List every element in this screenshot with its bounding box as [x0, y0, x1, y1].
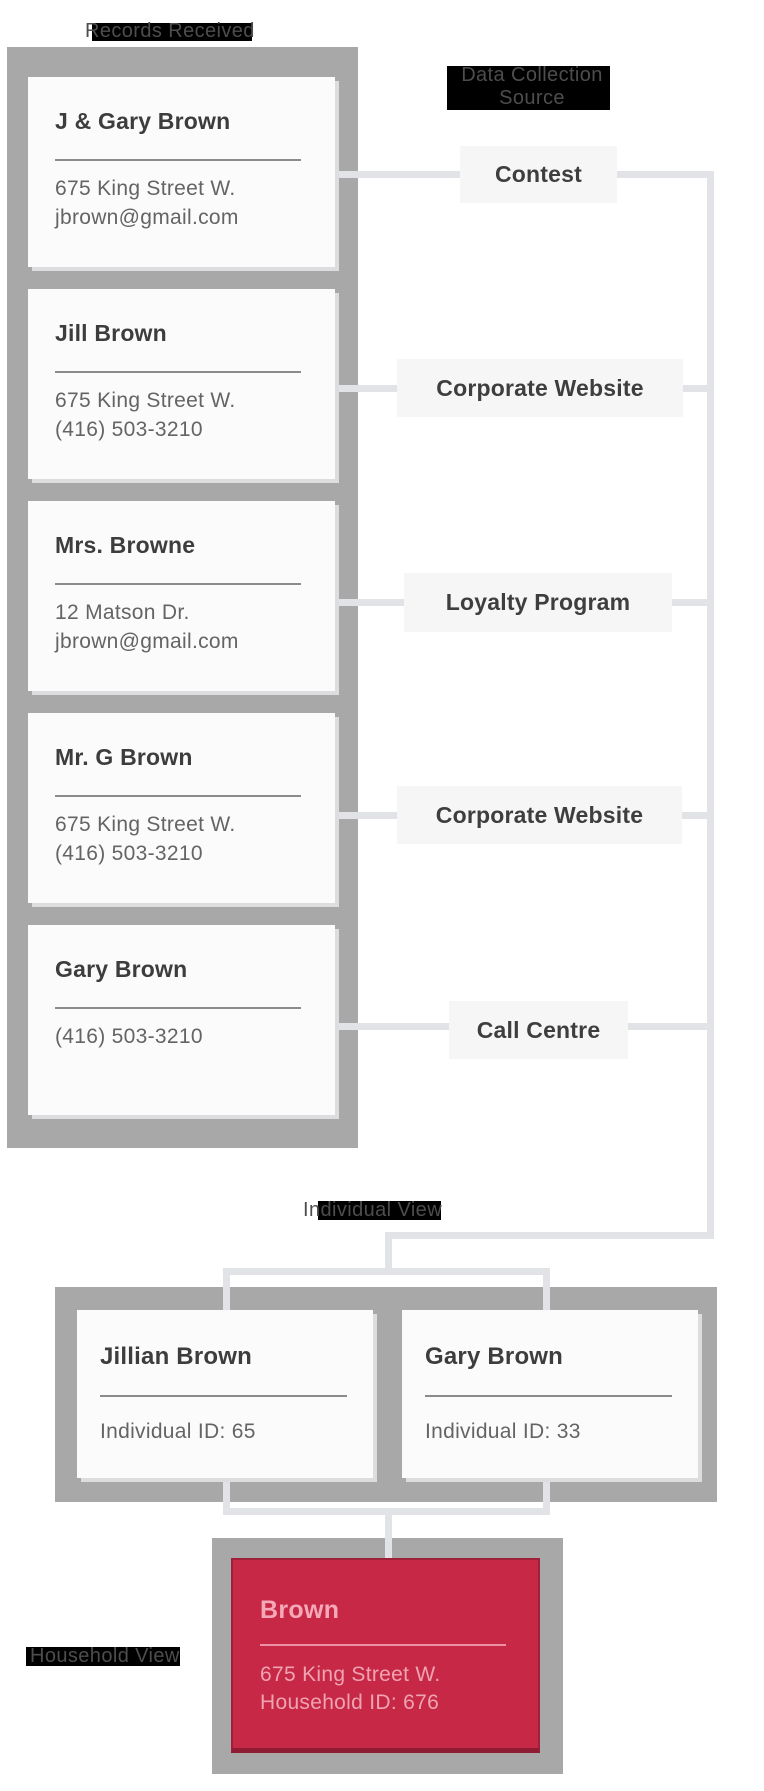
source-box-contest: Contest — [460, 146, 617, 203]
source-label: Corporate Website — [436, 374, 644, 401]
source-label: Corporate Website — [435, 801, 644, 828]
connector-corporate-website2-to-trunk — [682, 812, 714, 819]
individual-name: Jillian Brown — [100, 1343, 252, 1370]
individual-id: Individual ID: 65 — [100, 1420, 256, 1443]
household-name: Brown — [260, 1596, 340, 1624]
connector-record1-to-contest — [335, 171, 460, 178]
source-label: Contest — [494, 161, 582, 187]
data-collection-source-label: Data Collection Source — [447, 64, 617, 110]
card-divider — [55, 159, 301, 161]
connector-trunk-elbow — [385, 1232, 714, 1239]
record-card-gary-brown: Gary Brown (416) 503-3210 — [28, 925, 335, 1115]
source-box-corporate-website-2: Corporate Website — [397, 786, 682, 844]
connector-loyalty-program-to-trunk — [672, 599, 714, 606]
record-name: Gary Brown — [55, 956, 188, 982]
individual-card-jillian-brown: Jillian Brown Individual ID: 65 — [77, 1310, 373, 1478]
connector-drop-to-jillian — [223, 1268, 230, 1310]
connector-gary-to-merge-bar — [543, 1478, 550, 1515]
household-line1: 675 King Street W. — [260, 1663, 441, 1686]
household-card-brown: Brown 675 King Street W. Household ID: 6… — [231, 1558, 540, 1753]
connector-record2-to-corporate-website — [335, 385, 397, 392]
individual-id: Individual ID: 33 — [425, 1420, 581, 1443]
connector-jillian-to-merge-bar — [223, 1478, 230, 1515]
connector-record4-to-corporate-website2 — [335, 812, 397, 819]
connector-right-trunk — [707, 171, 714, 1239]
card-divider — [55, 371, 301, 373]
individual-card-gary-brown: Gary Brown Individual ID: 33 — [402, 1310, 698, 1478]
connector-corporate-website-to-trunk — [683, 385, 714, 392]
record-line2: (416) 503-3210 — [55, 842, 203, 865]
record-card-j-and-gary-brown: J & Gary Brown 675 King Street W. jbrown… — [28, 77, 335, 267]
individual-name: Gary Brown — [425, 1343, 564, 1370]
record-line1: (416) 503-3210 — [55, 1025, 203, 1048]
record-name: Jill Brown — [55, 320, 167, 346]
household-line2: Household ID: 676 — [260, 1691, 440, 1714]
data-collection-source-label-line1: Data Collection — [461, 64, 603, 86]
records-received-panel: J & Gary Brown 675 King Street W. jbrown… — [7, 47, 358, 1148]
record-line1: 675 King Street W. — [55, 813, 236, 836]
record-name: Mrs. Browne — [55, 532, 196, 558]
individual-view-label: Individual View — [303, 1199, 442, 1222]
source-box-loyalty-program: Loyalty Program — [404, 573, 672, 632]
record-line1: 675 King Street W. — [55, 177, 236, 200]
record-card-jill-brown: Jill Brown 675 King Street W. (416) 503-… — [28, 289, 335, 479]
connector-elbow-drop — [385, 1232, 392, 1275]
card-divider — [55, 583, 301, 585]
card-divider — [55, 795, 301, 797]
record-line2: jbrown@gmail.com — [55, 630, 239, 653]
records-received-label: Records Received — [85, 20, 255, 43]
card-divider — [425, 1395, 672, 1397]
record-line2: jbrown@gmail.com — [55, 206, 239, 229]
individual-view-panel: Jillian Brown Individual ID: 65 Gary Bro… — [55, 1287, 717, 1502]
source-label: Call Centre — [476, 1016, 601, 1043]
connector-call-centre-to-trunk — [628, 1023, 714, 1030]
source-box-call-centre: Call Centre — [449, 1001, 628, 1059]
connector-record3-to-loyalty-program — [335, 599, 404, 606]
record-card-mrs-browne: Mrs. Browne 12 Matson Dr. jbrown@gmail.c… — [28, 501, 335, 691]
record-card-mr-g-brown: Mr. G Brown 675 King Street W. (416) 503… — [28, 713, 335, 903]
household-view-label-text: Household View — [30, 1645, 180, 1667]
household-view-label: Household View — [26, 1645, 180, 1668]
card-divider — [100, 1395, 347, 1397]
household-view-panel: Brown 675 King Street W. Household ID: 6… — [212, 1538, 563, 1774]
source-label: Loyalty Program — [445, 589, 631, 615]
connector-individual-split-bar — [223, 1268, 550, 1275]
connector-drop-to-gary — [543, 1268, 550, 1310]
records-received-label-text: Records Received — [85, 20, 255, 42]
connector-drop-to-household — [385, 1508, 392, 1560]
connector-record5-to-call-centre — [335, 1023, 449, 1030]
record-name: Mr. G Brown — [55, 744, 193, 770]
source-box-corporate-website: Corporate Website — [397, 359, 683, 417]
individual-view-label-text: Individual View — [303, 1199, 443, 1221]
card-divider — [260, 1644, 506, 1646]
record-line1: 675 King Street W. — [55, 389, 236, 412]
record-name: J & Gary Brown — [55, 108, 231, 134]
connector-contest-to-trunk — [617, 171, 714, 178]
record-line1: 12 Matson Dr. — [55, 601, 190, 624]
record-line2: (416) 503-3210 — [55, 418, 203, 441]
card-divider — [55, 1007, 301, 1009]
data-collection-source-label-line2: Source — [499, 87, 565, 109]
